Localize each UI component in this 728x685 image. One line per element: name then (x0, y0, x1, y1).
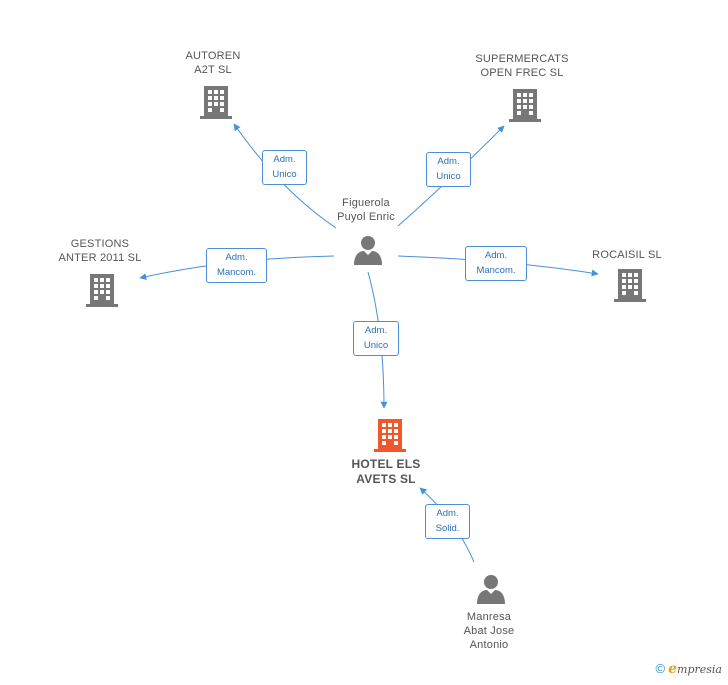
hotel-label: HOTEL ELS AVETS SL (351, 457, 421, 486)
gestions-label: GESTIONS ANTER 2011 SL (58, 238, 142, 264)
edge-label-hotel[interactable]: Adm. Unico (353, 321, 399, 356)
footer-brand: © empresia (655, 661, 722, 677)
building-icon-main[interactable] (374, 417, 406, 453)
edge-label-gestions[interactable]: Adm. Mancom. (206, 248, 267, 283)
building-icon[interactable] (86, 272, 118, 308)
person-icon[interactable] (353, 235, 383, 265)
autoren-label: AUTOREN A2T SL (185, 50, 241, 76)
rocaisil-label: ROCAISIL SL (592, 249, 662, 261)
edge-label-rocaisil[interactable]: Adm. Mancom. (465, 246, 527, 281)
person-icon[interactable] (476, 574, 506, 604)
figuerola-label: Figuerola Puyol Enric (337, 197, 395, 223)
manresa-label: Manresa Abat Jose Antonio (463, 611, 515, 651)
copyright-icon: © (655, 661, 666, 676)
supermercats-label: SUPERMERCATS OPEN FREC SL (475, 53, 569, 79)
brand-logo-initial: e (668, 661, 678, 677)
edge-label-manresa[interactable]: Adm. Solid. (425, 504, 470, 539)
edge-label-supermercats[interactable]: Adm. Unico (426, 152, 471, 187)
building-icon[interactable] (614, 267, 646, 303)
building-icon[interactable] (509, 87, 541, 123)
edge-label-autoren[interactable]: Adm. Unico (262, 150, 307, 185)
brand-logo-text: mpresia (677, 663, 722, 676)
building-icon[interactable] (200, 84, 232, 120)
